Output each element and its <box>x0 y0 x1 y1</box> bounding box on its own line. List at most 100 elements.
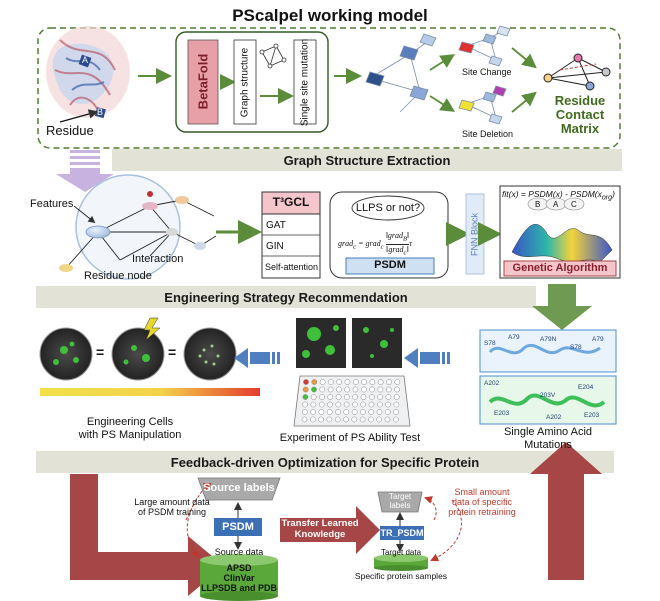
plate-well <box>328 379 334 385</box>
plate-well <box>386 379 392 385</box>
plate-well <box>376 401 383 408</box>
band-engineering-strategy: Engineering Strategy Recommendation <box>36 286 536 308</box>
source-labels-label: Source labels <box>203 482 275 494</box>
ps-gradient-bar <box>40 388 260 396</box>
psdm-box-bottom <box>214 518 262 536</box>
plate-well <box>393 394 400 400</box>
mutation-residue-label: E203 <box>494 410 510 417</box>
mutation-structure-images <box>479 329 617 425</box>
mutation-residue-label: 203V <box>540 392 556 399</box>
plate-well <box>303 379 309 385</box>
db-apsd: APSD <box>226 563 252 573</box>
plate-well <box>327 401 333 408</box>
mutation-residue-label: S78 <box>484 340 496 347</box>
band-feedback-optimization: Feedback-driven Optimization for Specifi… <box>36 451 614 473</box>
graph-structure-box <box>233 39 257 125</box>
mutation-residue-label: A79 <box>592 336 604 343</box>
plate-well <box>351 409 358 415</box>
mutation-graph-central <box>365 33 437 113</box>
plate-well <box>377 379 384 385</box>
target-labels-line2: labels <box>389 501 411 510</box>
contact-matrix-graph <box>543 53 611 91</box>
protein-structure-image <box>46 26 130 123</box>
tr-psdm-box <box>380 526 424 540</box>
model-pipeline-box <box>175 31 329 133</box>
plate-well <box>384 409 391 415</box>
plate-well <box>376 409 383 415</box>
well-plate <box>293 375 411 427</box>
plate-well <box>301 416 308 423</box>
graph-structure-label: Graph structure <box>239 47 251 118</box>
target-data-label: Target data <box>380 548 422 557</box>
source-labels-trapezoid <box>197 477 281 501</box>
plate-well <box>352 379 359 385</box>
fit-formula: fit(x) = PSDM(x) - PSDM(xorg) <box>502 189 615 202</box>
residue-nodes <box>59 191 206 272</box>
site-deletion-graph <box>458 85 507 125</box>
plate-well <box>343 416 349 423</box>
plate-well <box>344 379 351 385</box>
node-label-b: B <box>97 107 104 117</box>
plate-well <box>318 416 324 423</box>
mutation-residue-label: E203 <box>584 412 600 419</box>
fnn-label: FNN Block <box>469 213 480 257</box>
plate-well <box>310 401 317 408</box>
interaction-label: Interaction <box>132 253 184 265</box>
features-label: Features <box>30 198 74 210</box>
plate-well <box>385 394 392 400</box>
abc-label-b: B <box>535 200 541 209</box>
abc-label-c: C <box>571 200 577 209</box>
plate-well <box>318 401 325 408</box>
plate-well <box>327 386 334 393</box>
plate-well <box>376 416 383 423</box>
plate-well <box>351 416 358 423</box>
engineering-cells-line2: with PS Manipulation <box>78 429 182 441</box>
target-labels-trapezoid <box>377 491 423 513</box>
self-attention-label: Self-attention <box>265 262 319 272</box>
plate-well <box>392 416 399 423</box>
gin-label: GIN <box>266 241 284 252</box>
red-up-arrow-right <box>530 442 602 580</box>
plate-well <box>368 401 375 408</box>
blue-left-arrow-1 <box>234 348 280 368</box>
plate-well <box>309 416 316 423</box>
plate-well <box>394 379 401 385</box>
target-labels-line1: Target <box>388 492 412 501</box>
plate-well <box>318 409 325 415</box>
blue-left-arrow-2 <box>404 348 450 368</box>
node-label-a: A <box>82 55 89 65</box>
small-amount-line2: data of specific <box>451 497 513 507</box>
plate-well <box>368 416 374 423</box>
plate-well <box>335 401 342 408</box>
cells-illustration <box>39 317 237 381</box>
plate-well <box>352 386 359 393</box>
plate-well <box>368 409 375 415</box>
tr-psdm-label: TR_PSDM <box>380 528 424 538</box>
single-mutations-line1: Single Amino Acid <box>503 426 593 438</box>
mutation-residue-label: E204 <box>578 384 594 391</box>
plate-well <box>393 401 400 408</box>
plate-well <box>343 409 350 415</box>
purple-down-arrow <box>56 150 114 192</box>
llps-bubble <box>351 195 425 221</box>
mutation-residue-label: S78 <box>570 344 582 351</box>
experiment-label: Experiment of PS Ability Test <box>279 432 421 444</box>
t3gcl-table <box>261 191 321 279</box>
plate-well <box>335 394 342 400</box>
plate-well <box>369 386 375 393</box>
site-deletion-label: Site Deletion <box>462 129 514 139</box>
plate-well <box>384 416 391 423</box>
plate-well <box>319 394 325 400</box>
plate-well <box>360 409 366 415</box>
plate-well <box>368 394 375 400</box>
specific-samples-label: Specific protein samples <box>354 571 448 581</box>
single-mutations-line2: Mutations <box>524 439 572 451</box>
plate-well <box>326 409 333 415</box>
grad-formula: gradc = gradc ‖gradB‖ ‖gradc‖ τ <box>338 231 413 257</box>
plate-well <box>352 394 359 400</box>
residue-graph-circle <box>75 174 181 280</box>
equals-sign-2: = <box>168 344 177 360</box>
graph-icon <box>259 43 287 69</box>
plate-well <box>344 394 350 400</box>
page-title: PScalpel working model <box>232 6 428 25</box>
